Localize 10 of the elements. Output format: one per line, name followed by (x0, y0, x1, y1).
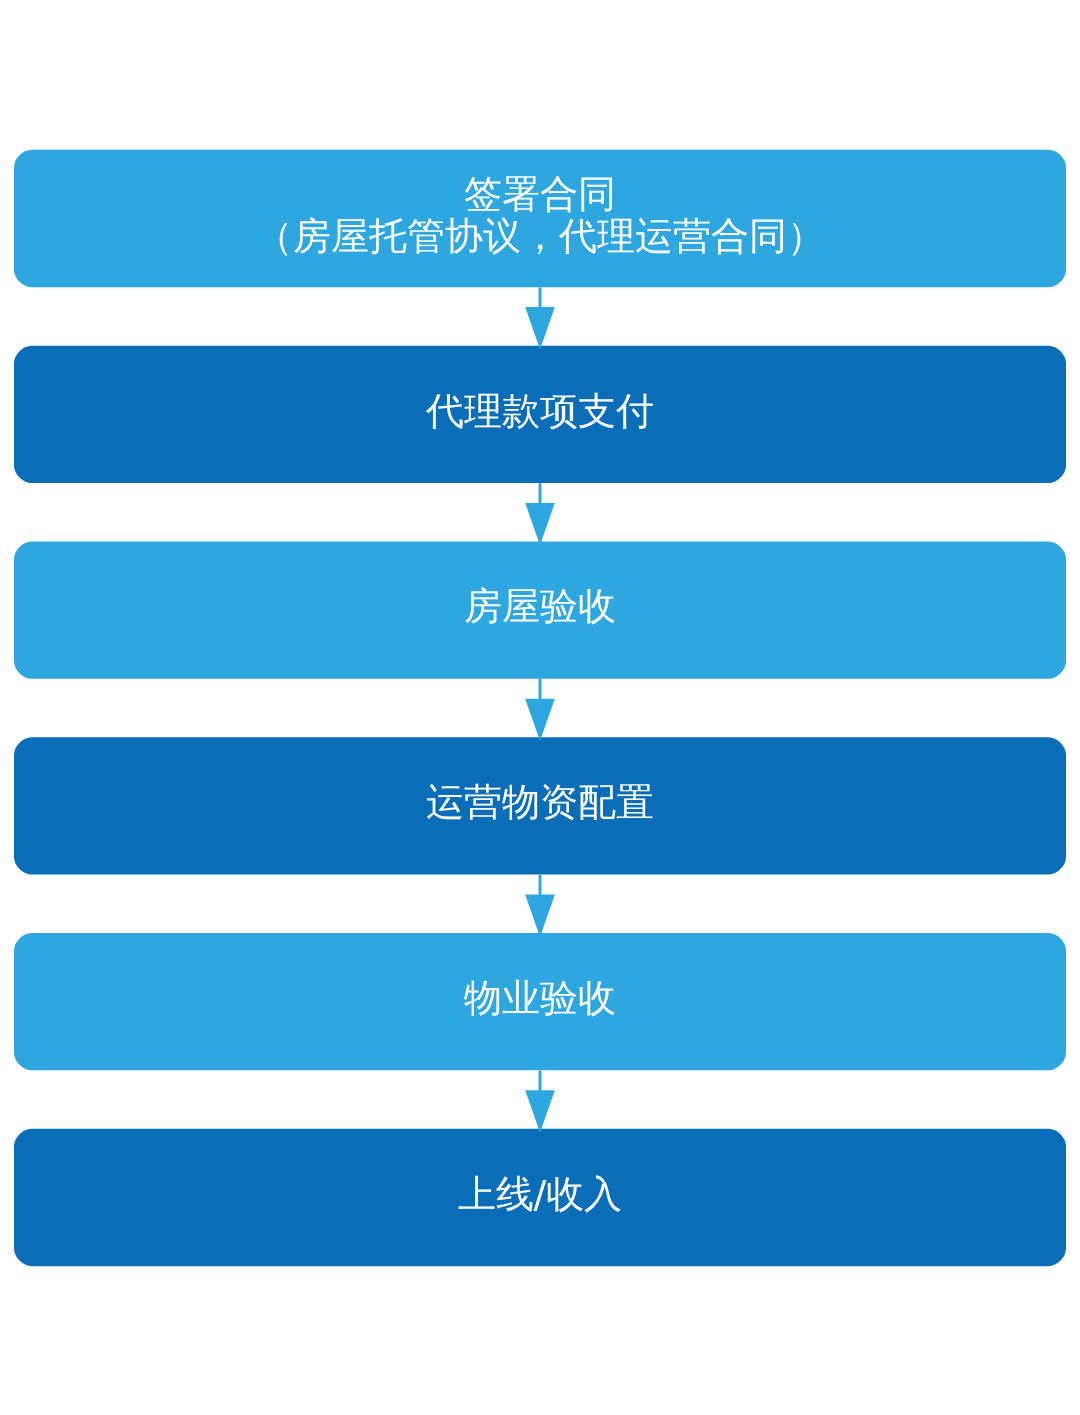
node-box: 签署合同 （房屋托管协议，代理运营合同） (14, 149, 1066, 287)
arrow (525, 482, 555, 545)
arrow (525, 286, 555, 350)
node-box: 物业验收 (14, 932, 1066, 1070)
node-box: 上线/收入 (14, 1128, 1066, 1266)
node-box: 代理款项支付 (14, 345, 1066, 483)
node-box: 房屋验收 (14, 540, 1066, 679)
arrow (525, 678, 555, 741)
node-box: 运营物资配置 (14, 736, 1066, 875)
arrow (525, 1070, 555, 1133)
